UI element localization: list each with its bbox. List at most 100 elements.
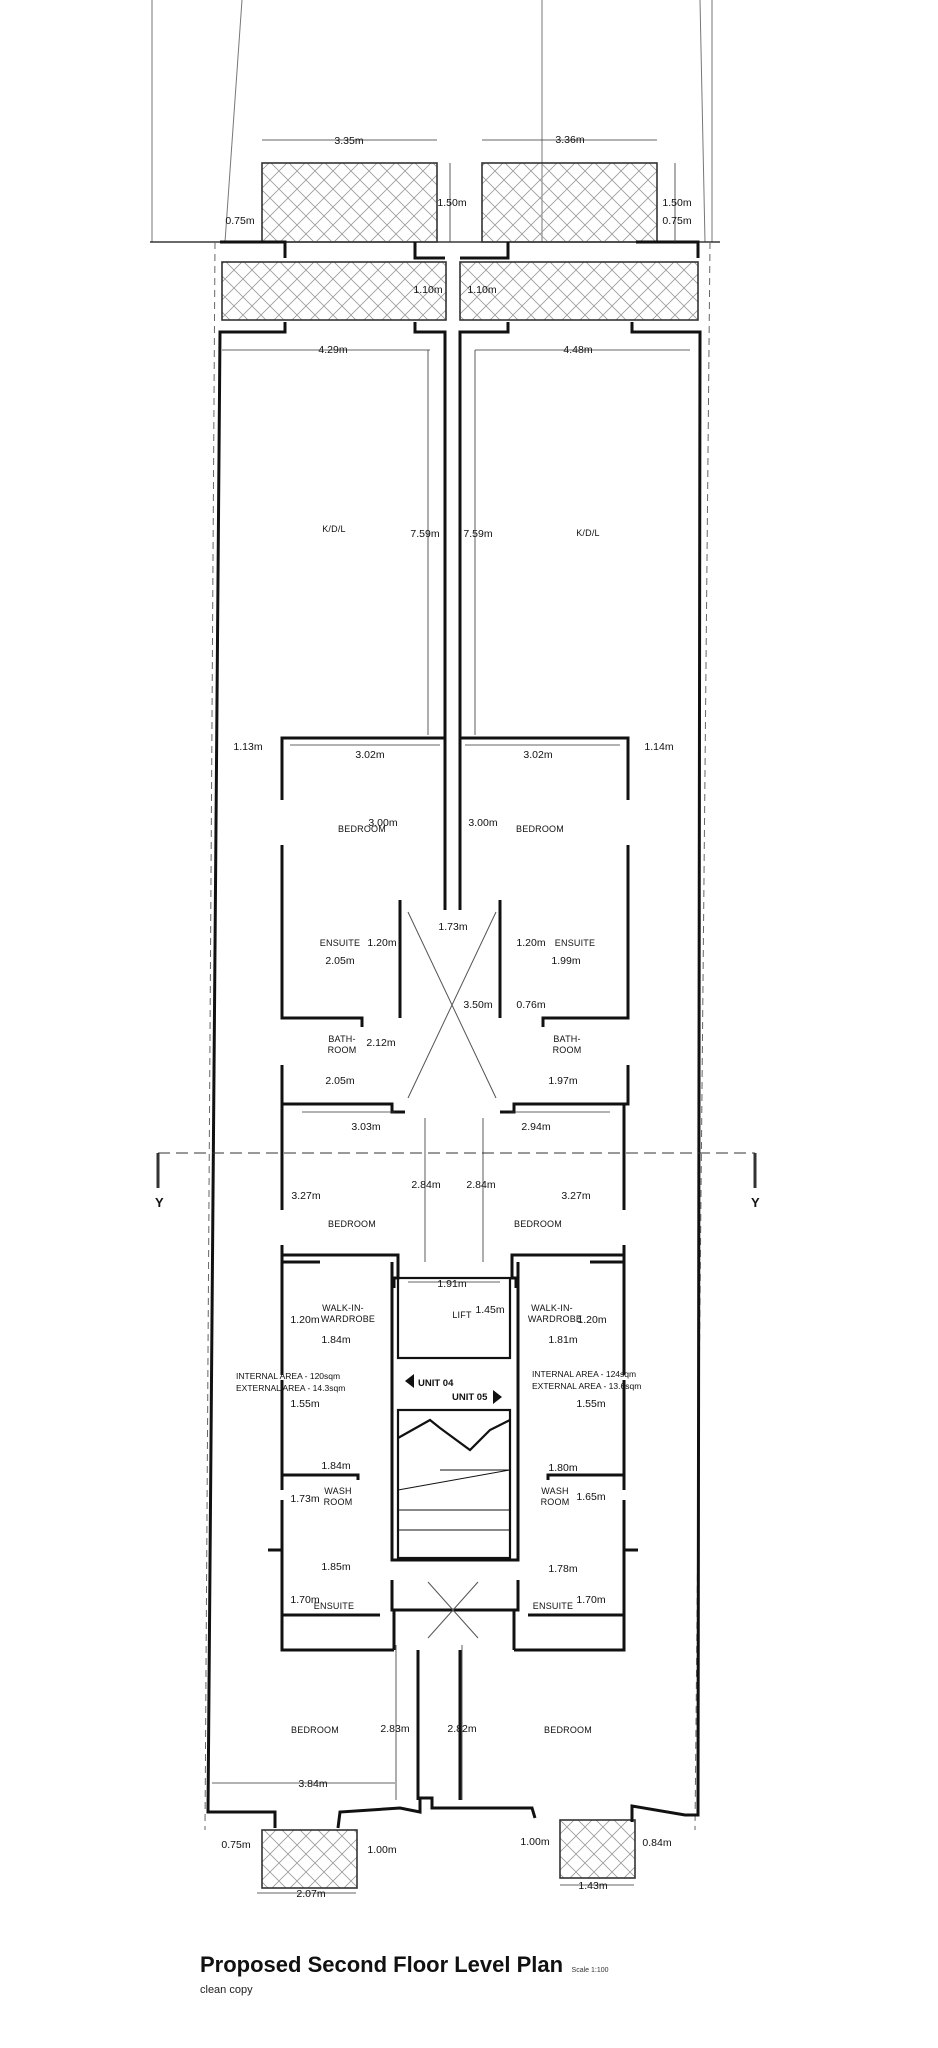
- dim-text: 1.85m: [321, 1561, 350, 1573]
- dim-text: 2.94m: [521, 1121, 550, 1133]
- room-label-wash-2a: WASH: [541, 1486, 568, 1496]
- unit-04-label: UNIT 04: [418, 1378, 454, 1389]
- dim-text: 1.65m: [576, 1491, 605, 1503]
- dim-text: 2.82m: [447, 1723, 476, 1735]
- room-labels: K/D/L K/D/L BEDROOM BEDROOM ENSUITE ENSU…: [291, 524, 600, 1735]
- dim-text: 3.27m: [291, 1190, 320, 1202]
- unit-05-label: UNIT 05: [452, 1392, 488, 1403]
- dim-text: 1.20m: [516, 937, 545, 949]
- left-external-area: EXTERNAL AREA - 14.3sqm: [236, 1383, 345, 1393]
- dim-text: 3.02m: [355, 749, 384, 761]
- area-notes: INTERNAL AREA - 120sqm EXTERNAL AREA - 1…: [236, 1369, 641, 1393]
- dim-text: 3.35m: [334, 135, 363, 147]
- dim-text: 1.50m: [662, 197, 691, 209]
- dimension-texts: 3.35m 3.36m 1.50m 1.50m 0.75m 0.75m 1.10…: [221, 134, 691, 1900]
- room-label-bedroom-2: BEDROOM: [516, 824, 564, 834]
- room-label-bath-1a: BATH-: [328, 1034, 355, 1044]
- dim-text: 1.00m: [367, 1844, 396, 1856]
- room-label-bedroom-5: BEDROOM: [291, 1725, 339, 1735]
- room-label-bath-1b: ROOM: [328, 1045, 357, 1055]
- dim-text: 0.75m: [225, 215, 254, 227]
- dim-text: 0.75m: [662, 215, 691, 227]
- dim-text: 1.50m: [437, 197, 466, 209]
- room-label-ensuite-3: ENSUITE: [314, 1601, 354, 1611]
- dim-text: 1.20m: [577, 1314, 606, 1326]
- dim-text: 1.84m: [321, 1334, 350, 1346]
- left-internal-area: INTERNAL AREA - 120sqm: [236, 1371, 340, 1381]
- section-line: [156, 1152, 757, 1188]
- dim-text: 1.14m: [644, 741, 673, 753]
- room-label-kdl-left: K/D/L: [322, 524, 346, 534]
- room-label-bedroom-4: BEDROOM: [514, 1219, 562, 1229]
- room-label-wash-2b: ROOM: [541, 1497, 570, 1507]
- dim-text: 2.12m: [366, 1037, 395, 1049]
- dim-text: 1.81m: [548, 1334, 577, 1346]
- dim-text: 1.20m: [367, 937, 396, 949]
- dim-text: 1.13m: [233, 741, 262, 753]
- section-marker-right: Y: [751, 1195, 760, 1210]
- dim-text: 2.05m: [325, 1075, 354, 1087]
- dim-text: 3.36m: [555, 134, 584, 146]
- dim-text: 7.59m: [463, 528, 492, 540]
- lift-core: [396, 1276, 512, 1560]
- dim-text: 4.29m: [318, 344, 347, 356]
- unit-labels: UNIT 04 UNIT 05: [418, 1378, 488, 1403]
- plan-scale: Scale 1:100: [571, 1967, 609, 1974]
- dim-text: 1.97m: [548, 1075, 577, 1087]
- dim-text: 2.05m: [325, 955, 354, 967]
- room-label-walkin-1a: WALK-IN-: [322, 1303, 364, 1313]
- dim-text: 2.07m: [296, 1888, 325, 1900]
- room-label-bedroom-3: BEDROOM: [328, 1219, 376, 1229]
- room-label-lift: LIFT: [452, 1310, 472, 1320]
- room-label-walkin-2a: WALK-IN-: [531, 1303, 573, 1313]
- dim-text: 1.70m: [576, 1594, 605, 1606]
- title-block: Proposed Second Floor Level Plan Scale 1…: [200, 1952, 609, 1996]
- section-marker-left: Y: [155, 1195, 164, 1210]
- dim-text: 1.73m: [438, 921, 467, 933]
- plan-note: clean copy: [200, 1984, 253, 1996]
- dim-text: 1.99m: [551, 955, 580, 967]
- dim-text: 1.91m: [437, 1278, 466, 1290]
- site-guide-lines: [151, 0, 713, 243]
- dim-text: 3.50m: [463, 999, 492, 1011]
- dim-text: 1.73m: [290, 1493, 319, 1505]
- dim-text: 3.03m: [351, 1121, 380, 1133]
- dim-text: 1.45m: [475, 1304, 504, 1316]
- dim-text: 2.84m: [466, 1179, 495, 1191]
- dim-text: 1.20m: [290, 1314, 319, 1326]
- room-label-wash-1a: WASH: [324, 1486, 351, 1496]
- room-label-walkin-2b: WARDROBE: [528, 1314, 582, 1324]
- plan-title: Proposed Second Floor Level Plan: [200, 1952, 564, 1977]
- room-label-ensuite-2: ENSUITE: [555, 938, 595, 948]
- room-label-walkin-1b: WARDROBE: [321, 1314, 375, 1324]
- dim-text: 3.02m: [523, 749, 552, 761]
- right-internal-area: INTERNAL AREA - 124sqm: [532, 1369, 636, 1379]
- dim-text: 1.10m: [413, 284, 442, 296]
- room-label-kdl-right: K/D/L: [576, 528, 600, 538]
- dim-text: 0.75m: [221, 1839, 250, 1851]
- dim-text: 1.43m: [578, 1880, 607, 1892]
- dim-text: 1.55m: [290, 1398, 319, 1410]
- dimension-lines: [212, 139, 690, 1894]
- balcony-hatches: [221, 162, 699, 1889]
- dim-text: 1.84m: [321, 1460, 350, 1472]
- dim-text: 3.27m: [561, 1190, 590, 1202]
- dim-text: 1.00m: [520, 1836, 549, 1848]
- room-label-bath-2b: ROOM: [553, 1045, 582, 1055]
- dim-text: 2.84m: [411, 1179, 440, 1191]
- dim-text: 1.55m: [576, 1398, 605, 1410]
- dim-text: 1.70m: [290, 1594, 319, 1606]
- room-label-bedroom-6: BEDROOM: [544, 1725, 592, 1735]
- room-label-bath-2a: BATH-: [553, 1034, 580, 1044]
- dim-text: 1.78m: [548, 1563, 577, 1575]
- dim-text: 3.00m: [368, 817, 397, 829]
- dim-text: 4.48m: [563, 344, 592, 356]
- walls: [206, 240, 702, 1829]
- dim-text: 0.84m: [642, 1837, 671, 1849]
- dim-text: 1.10m: [467, 284, 496, 296]
- dim-text: 2.83m: [380, 1723, 409, 1735]
- room-label-wash-1b: ROOM: [324, 1497, 353, 1507]
- room-label-ensuite-4: ENSUITE: [533, 1601, 573, 1611]
- stair-void-crosses: [407, 911, 497, 1639]
